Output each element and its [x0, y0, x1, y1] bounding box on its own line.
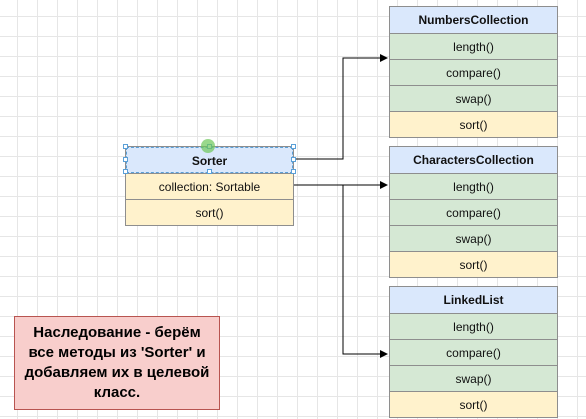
resize-handle-bottom-left[interactable]: [123, 169, 128, 174]
method-sort: sort(): [126, 199, 293, 225]
method-compare: compare(): [390, 339, 557, 365]
class-sorter[interactable]: Sorter collection: Sortable sort(): [125, 146, 294, 226]
method-compare: compare(): [390, 199, 557, 225]
method-sort: sort(): [390, 111, 557, 137]
method-sort: sort(): [390, 251, 557, 277]
resize-handle-mid-right[interactable]: [291, 157, 296, 162]
resize-handle-bottom-right[interactable]: [291, 169, 296, 174]
class-numbers-collection[interactable]: NumbersCollection length() compare() swa…: [389, 6, 558, 138]
resize-handle-top-right[interactable]: [291, 144, 296, 149]
attribute-collection: collection: Sortable: [126, 173, 293, 199]
class-title: CharactersCollection: [390, 147, 557, 173]
resize-handle-top-left[interactable]: [123, 144, 128, 149]
method-compare: compare(): [390, 59, 557, 85]
method-length: length(): [390, 173, 557, 199]
class-linked-list[interactable]: LinkedList length() compare() swap() sor…: [389, 286, 558, 418]
note-text: Наследование - берём все методы из 'Sort…: [24, 324, 210, 401]
edge-sorter-linked[interactable]: [342, 185, 388, 358]
class-title: LinkedList: [390, 287, 557, 313]
method-length: length(): [390, 313, 557, 339]
note-box[interactable]: Наследование - берём все методы из 'Sort…: [14, 316, 220, 410]
method-sort: sort(): [390, 391, 557, 417]
resize-handle-bottom-mid[interactable]: [207, 169, 212, 174]
method-swap: swap(): [390, 85, 557, 111]
resize-handle-mid-left[interactable]: [123, 157, 128, 162]
edge-sorter-numbers[interactable]: [294, 54, 388, 160]
class-title: NumbersCollection: [390, 7, 557, 33]
connection-point-icon[interactable]: [201, 139, 215, 153]
method-swap: swap(): [390, 365, 557, 391]
method-swap: swap(): [390, 225, 557, 251]
method-length: length(): [390, 33, 557, 59]
class-characters-collection[interactable]: CharactersCollection length() compare() …: [389, 146, 558, 278]
